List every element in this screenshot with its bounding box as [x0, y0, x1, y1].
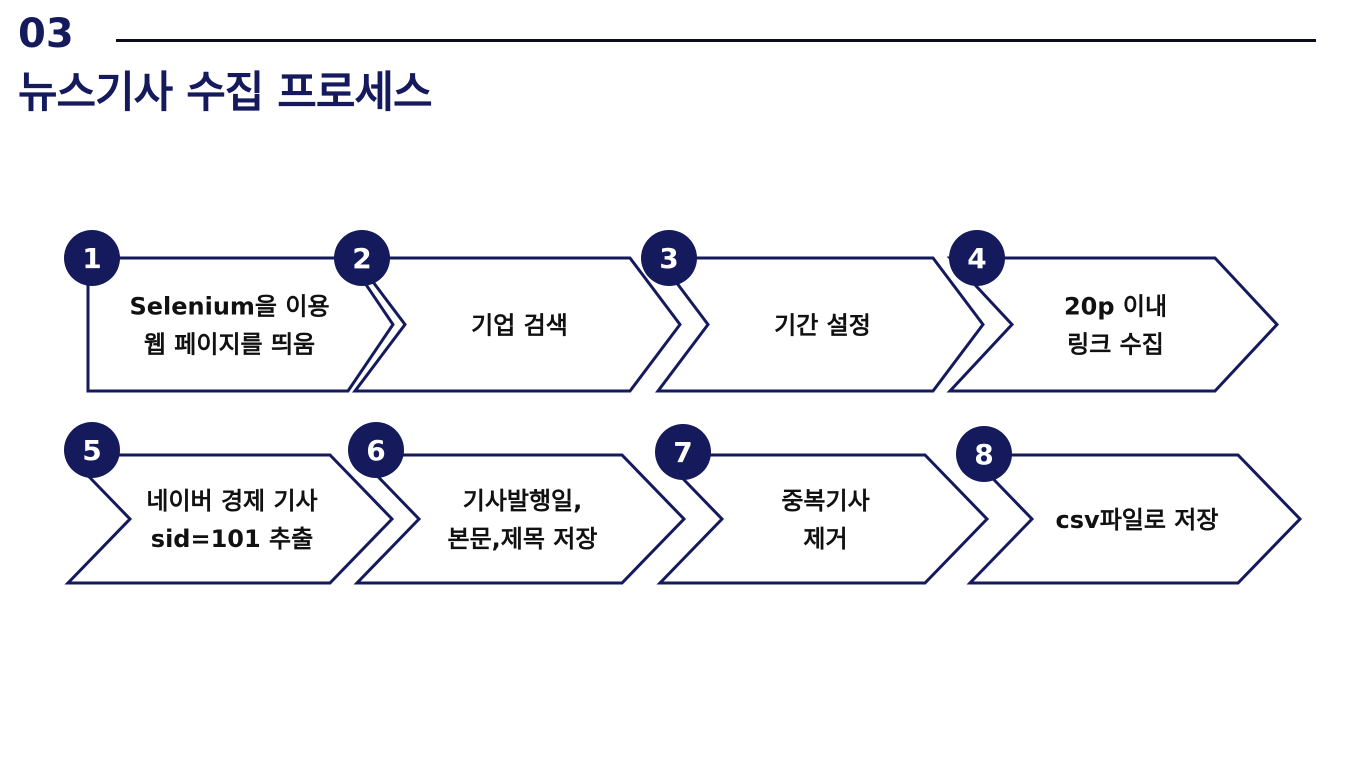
page-title: 뉴스기사 수집 프로세스: [18, 68, 433, 118]
process-step: 네이버 경제 기사 sid=101 추출 5: [64, 422, 395, 585]
step-number-badge: [641, 230, 697, 286]
step-number: 4: [967, 242, 986, 275]
step-label: sid=101 추출: [151, 525, 313, 553]
step-number-badge: [64, 422, 120, 478]
step-label: 네이버 경제 기사: [146, 487, 317, 515]
step-number: 1: [82, 242, 101, 275]
step-number-badge: [655, 424, 711, 480]
step-number: 5: [82, 434, 101, 467]
header-rule: [116, 39, 1316, 42]
chevron-shape: [946, 256, 1280, 393]
step-label: 제거: [803, 525, 847, 553]
step-number: 6: [366, 434, 385, 467]
process-step: Selenium을 이용웹 페이지를 띄움 1: [64, 230, 395, 393]
step-label: csv파일로 저장: [1056, 506, 1219, 534]
step-number: 3: [659, 242, 678, 275]
step-label: 중복기사: [781, 487, 869, 515]
chevron-shape: [351, 256, 682, 393]
step-number: 8: [974, 438, 993, 471]
step-label: 웹 페이지를 띄움: [144, 331, 315, 359]
chevron-shape: [966, 453, 1303, 585]
step-number-badge: [348, 422, 404, 478]
step-number-badge: [956, 426, 1012, 482]
process-step: csv파일로 저장 8: [956, 426, 1303, 585]
step-number-badge: [334, 230, 390, 286]
step-label: Selenium을 이용: [129, 293, 329, 321]
step-label: 기사발행일,: [463, 487, 583, 515]
step-label: 20p 이내: [1064, 293, 1167, 321]
process-step: 기업 검색 2: [334, 230, 682, 393]
chevron-shape: [86, 256, 395, 393]
step-label: 기간 설정: [774, 312, 871, 340]
step-label: 본문,제목 저장: [448, 525, 598, 553]
step-number-badge: [949, 230, 1005, 286]
process-step: 기간 설정 3: [641, 230, 985, 393]
chevron-shape: [353, 453, 687, 585]
step-number: 2: [352, 242, 371, 275]
section-number: 03: [18, 11, 74, 57]
chevron-shape: [654, 256, 985, 393]
chevron-shape: [656, 453, 990, 585]
process-step: 기사발행일, 본문,제목 저장 6: [348, 422, 687, 585]
step-label: 링크 수집: [1067, 331, 1164, 359]
step-number-badge: [64, 230, 120, 286]
step-label: 기업 검색: [471, 312, 568, 340]
step-number: 7: [673, 436, 692, 469]
chevron-shape: [64, 453, 395, 585]
